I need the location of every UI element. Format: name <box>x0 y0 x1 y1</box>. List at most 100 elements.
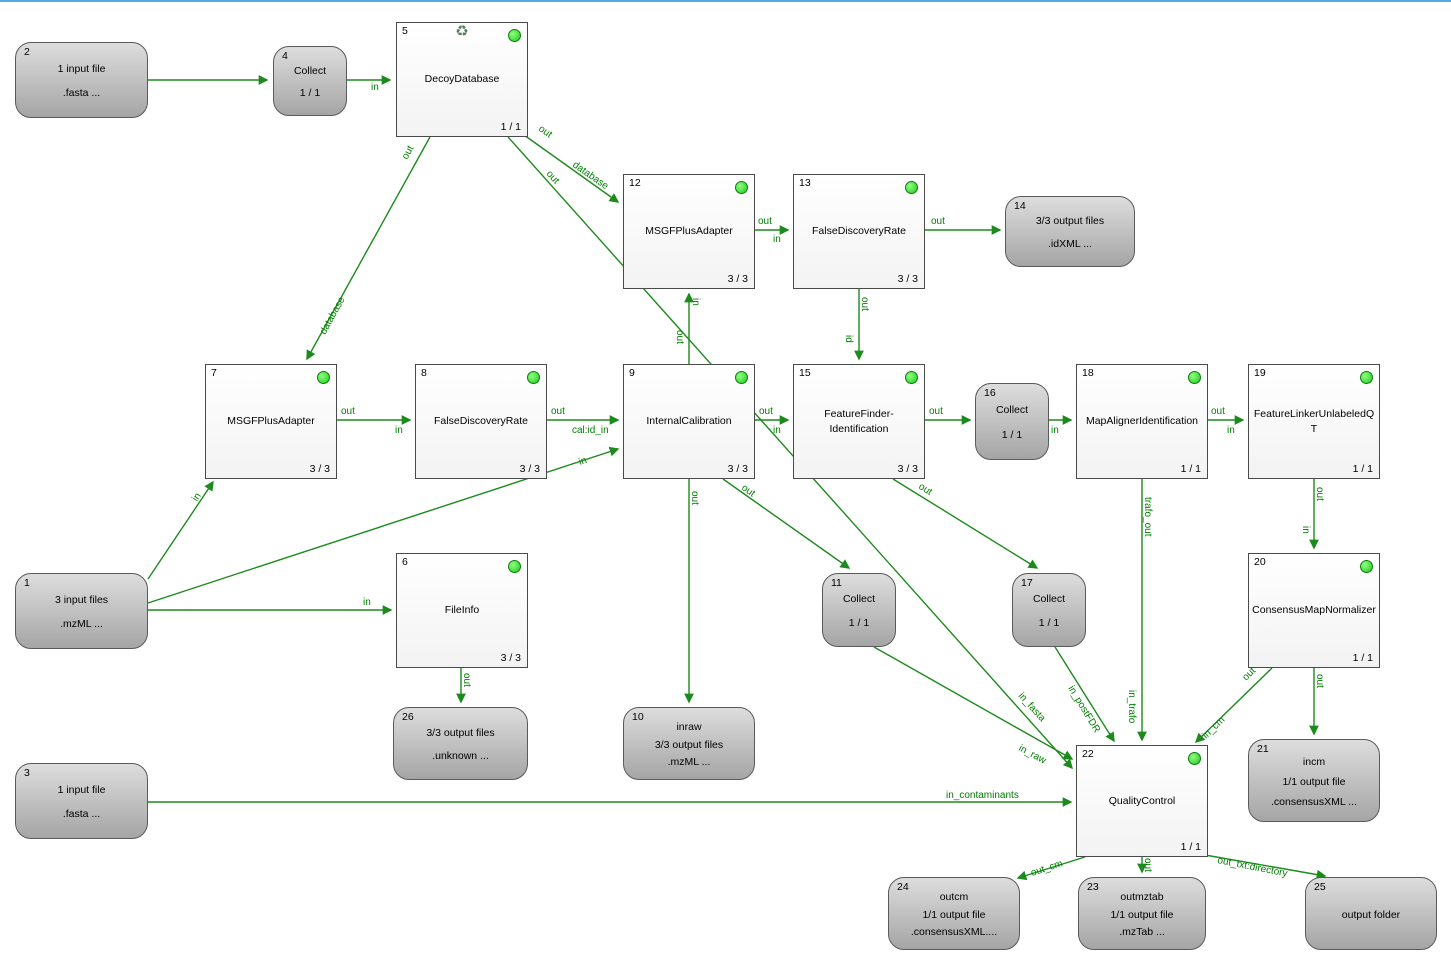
edge-label-out: out <box>1211 406 1225 417</box>
io-node-text: outcm 1/1 output file .consensusXML.... <box>889 878 1019 949</box>
edge-label-out: out_txt:directory <box>1216 855 1288 879</box>
node-number: 13 <box>799 177 811 189</box>
status-finished-icon <box>317 371 330 384</box>
recycle-icon: ♻ <box>455 23 469 40</box>
io-line: .fasta ... <box>62 87 101 100</box>
node-fileinfo[interactable]: 6 FileInfo 3 / 3 <box>396 553 528 668</box>
node-msgfplusadapter-7[interactable]: 7 MSGFPlusAdapter 3 / 3 <box>205 364 337 479</box>
node-falsediscoveryrate-13[interactable]: 13 FalseDiscoveryRate 3 / 3 <box>793 174 925 289</box>
node-number: 19 <box>1254 367 1266 379</box>
edge-label-out: out <box>758 216 772 227</box>
tool-name: MSGFPlusAdapter <box>227 415 315 428</box>
io-node-text: outmztab 1/1 output file .mzTab ... <box>1079 878 1205 949</box>
node-number: 2 <box>24 46 30 58</box>
io-line: Collect <box>293 64 327 77</box>
edge-1-7[interactable] <box>147 480 214 580</box>
status-finished-icon <box>508 560 521 573</box>
edge-label-out: out <box>1314 487 1325 501</box>
node-collect-16[interactable]: 16 Collect 1 / 1 <box>975 383 1049 460</box>
edge-9-11[interactable] <box>722 478 851 569</box>
node-input-fasta-file[interactable]: 2 1 input file .fasta ... <box>15 42 148 118</box>
node-number: 16 <box>984 387 996 399</box>
node-internalcalibration[interactable]: 9 InternalCalibration 3 / 3 <box>623 364 755 479</box>
node-number: 11 <box>831 577 842 589</box>
status-finished-icon <box>1360 371 1373 384</box>
edge-label-out: out <box>739 482 757 499</box>
tool-name: FileInfo <box>444 604 480 617</box>
node-number: 6 <box>402 556 408 568</box>
io-line: 1 input file <box>57 783 106 796</box>
node-output-folder[interactable]: 25 output folder <box>1305 877 1437 950</box>
io-line: outcm <box>939 891 969 904</box>
io-line: .mzTab ... <box>1119 926 1165 939</box>
io-line: .fasta ... <box>62 808 101 821</box>
edge-17-22[interactable] <box>1054 646 1115 743</box>
edge-label-out: out <box>341 406 355 417</box>
edge-5-7[interactable] <box>306 136 431 361</box>
node-number: 8 <box>421 367 427 379</box>
io-line: .mzML ... <box>667 756 711 769</box>
edge-label-in: in_raw <box>1017 743 1049 767</box>
edge-label-in: in <box>190 491 203 504</box>
tool-name: ConsensusMapNormalizer <box>1252 604 1376 617</box>
progress-count: 1 / 1 <box>1180 463 1201 475</box>
edge-5-12[interactable] <box>523 134 620 203</box>
edge-15-17[interactable] <box>892 478 1039 569</box>
node-mapaligneridentification[interactable]: 18 MapAlignerIdentification 1 / 1 <box>1076 364 1208 479</box>
node-featurefinderidentification[interactable]: 15 FeatureFinder-Identification 3 / 3 <box>793 364 925 479</box>
node-number: 12 <box>629 177 641 189</box>
node-collect-17[interactable]: 17 Collect 1 / 1 <box>1012 573 1086 647</box>
edge-label-in: database <box>570 159 610 192</box>
node-collect-4[interactable]: 4 Collect 1 / 1 <box>273 46 347 116</box>
io-node-text: 3/3 output files .unknown ... <box>394 708 527 779</box>
node-output-idxml[interactable]: 14 3/3 output files .idXML ... <box>1005 196 1135 267</box>
tool-name: QualityControl <box>1108 794 1176 807</box>
node-falsediscoveryrate-8[interactable]: 8 FalseDiscoveryRate 3 / 3 <box>415 364 547 479</box>
edge-22-24[interactable] <box>1016 856 1086 881</box>
edge-label-in: in <box>1051 425 1059 436</box>
edge-label-out: out_cm <box>1030 858 1065 879</box>
node-output-incm[interactable]: 21 incm 1/1 output file .consensusXML ..… <box>1248 739 1380 822</box>
edge-label-out: out <box>400 144 416 162</box>
status-finished-icon <box>905 371 918 384</box>
io-line: 1 / 1 <box>1038 617 1060 630</box>
tool-name: DecoyDatabase <box>424 73 500 86</box>
node-msgfplusadapter-12[interactable]: 12 MSGFPlusAdapter 3 / 3 <box>623 174 755 289</box>
io-node-text: 3/3 output files .idXML ... <box>1006 197 1134 266</box>
io-line: .consensusXML.... <box>910 926 998 939</box>
node-decoydatabase[interactable]: 5 ♻ DecoyDatabase 1 / 1 <box>396 22 528 137</box>
edge-label-out: out <box>674 330 685 344</box>
status-finished-icon <box>1360 560 1373 573</box>
io-node-text: Collect 1 / 1 <box>823 574 895 646</box>
edge-5-22[interactable] <box>507 136 1073 770</box>
node-output-outmztab[interactable]: 23 outmztab 1/1 output file .mzTab ... <box>1078 877 1206 950</box>
edge-label-in: in <box>773 425 781 436</box>
edge-11-22[interactable] <box>873 646 1074 760</box>
node-number: 9 <box>629 367 635 379</box>
node-input-contaminants-fasta[interactable]: 3 1 input file .fasta ... <box>15 763 148 839</box>
node-number: 15 <box>799 367 811 379</box>
node-qualitycontrol[interactable]: 22 QualityControl 1 / 1 <box>1076 745 1208 857</box>
edge-22-25[interactable] <box>1204 854 1327 880</box>
edge-label-in: in <box>395 425 403 436</box>
progress-count: 3 / 3 <box>897 463 918 475</box>
edge-20-22[interactable] <box>1194 667 1273 744</box>
node-output-inraw[interactable]: 10 inraw 3/3 output files .mzML ... <box>623 707 755 780</box>
edge-label-in: id <box>843 335 854 343</box>
node-number: 7 <box>211 367 217 379</box>
edge-label-in: in_cm <box>1200 715 1227 741</box>
edge-label-out: out <box>931 216 945 227</box>
io-line: 1 / 1 <box>1001 429 1023 442</box>
io-line: 3/3 output files <box>1035 215 1105 228</box>
node-collect-11[interactable]: 11 Collect 1 / 1 <box>822 573 896 647</box>
io-line: inraw <box>676 721 702 734</box>
node-output-outcm[interactable]: 24 outcm 1/1 output file .consensusXML..… <box>888 877 1020 950</box>
node-consensusmapnormalizer[interactable]: 20 ConsensusMapNormalizer 1 / 1 <box>1248 553 1380 668</box>
io-node-text: incm 1/1 output file .consensusXML ... <box>1249 740 1379 821</box>
node-output-unknown[interactable]: 26 3/3 output files .unknown ... <box>393 707 528 780</box>
io-node-text: inraw 3/3 output files .mzML ... <box>624 708 754 779</box>
tool-name: MapAlignerIdentification <box>1085 415 1199 428</box>
node-input-mzml-files[interactable]: 1 3 input files .mzML ... <box>15 573 148 649</box>
node-featurelinkerunlabeledqt[interactable]: 19 FeatureLinkerUnlabeledQT 1 / 1 <box>1248 364 1380 479</box>
